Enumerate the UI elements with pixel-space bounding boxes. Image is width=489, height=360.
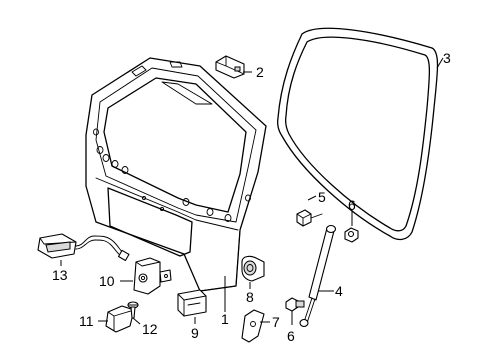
- callout-8: 8: [246, 289, 254, 305]
- ball-stud-lower-part: [285, 297, 305, 312]
- callout-10: 10: [99, 273, 115, 289]
- bumper-plug-part: [241, 255, 265, 282]
- callout-6-lower: 6: [287, 328, 295, 344]
- weatherstrip-part: [276, 27, 439, 241]
- callout-13: 13: [52, 267, 68, 283]
- callout-5: 5: [318, 189, 326, 205]
- callout-1: 1: [221, 311, 229, 327]
- screw-part: [127, 301, 139, 319]
- leader-lines: [60, 57, 444, 325]
- callout-11: 11: [79, 313, 94, 329]
- callout-7: 7: [272, 314, 280, 330]
- callout-6-upper: 6: [348, 197, 356, 213]
- handle-switch-part: [37, 233, 130, 262]
- hinge-part: [215, 55, 245, 79]
- latch-part: [133, 257, 172, 295]
- callout-9: 9: [191, 325, 199, 341]
- callout-2: 2: [256, 64, 264, 80]
- striker-part: [105, 305, 135, 333]
- liftgate-part: [85, 57, 267, 292]
- callout-4: 4: [335, 283, 343, 299]
- callout-3: 3: [443, 50, 451, 66]
- callout-12: 12: [142, 321, 158, 337]
- license-lamp-part: [177, 289, 207, 317]
- ball-stud-upper-part: [344, 227, 359, 243]
- callout-labels: 1 2 3 4 5 6 6 7 8 9 10 11 12 13: [52, 50, 451, 344]
- bolt-part: [296, 209, 323, 227]
- bracket-part: [241, 309, 265, 343]
- gas-strut-part: [299, 224, 337, 328]
